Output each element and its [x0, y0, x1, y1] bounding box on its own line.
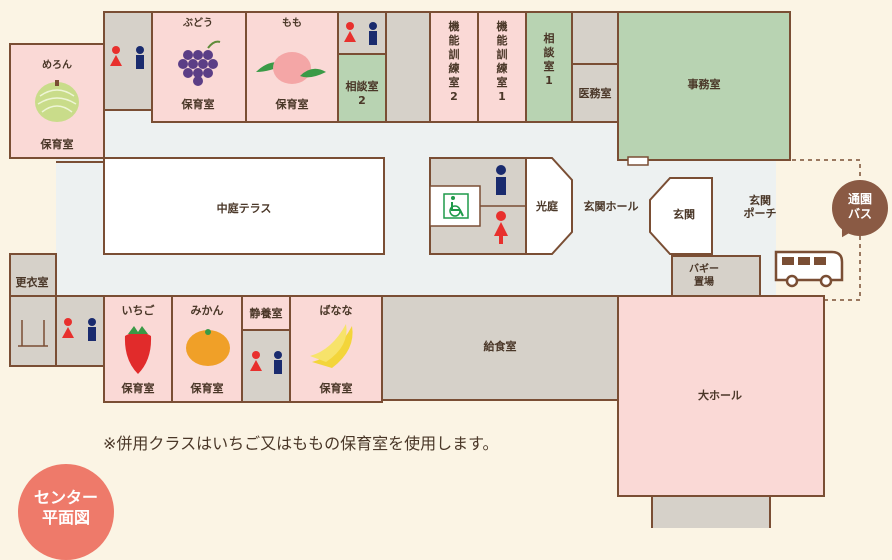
room-strawberry-fruit-label: いちご: [122, 303, 156, 317]
room-mikan-label: 保育室: [190, 381, 224, 395]
room-peach-fruit-label: もも: [282, 17, 302, 29]
svg-text:機: 機: [497, 19, 508, 33]
svg-text:相: 相: [544, 31, 555, 45]
toilet-icon: [62, 318, 96, 341]
mikan-icon: [186, 329, 230, 366]
svg-text:室: 室: [544, 59, 555, 73]
room-consult-2-number: 2: [358, 94, 366, 107]
room-mikan-fruit-label: みかん: [191, 304, 224, 317]
courtyard-terrace-label: 中庭テラス: [217, 201, 272, 215]
buggy-storage: [671, 255, 761, 297]
room-banana-fruit-label: ばなな: [320, 303, 353, 317]
svg-text:談: 談: [544, 45, 556, 59]
toilet-icon: [344, 22, 377, 45]
porch-label-1: 玄関: [749, 193, 771, 207]
svg-text:機: 機: [449, 19, 460, 33]
entrance-hall-label: 玄関ホール: [584, 199, 639, 213]
room-medical[interactable]: [571, 63, 619, 123]
storage-small: [571, 11, 619, 65]
svg-text:練: 練: [449, 61, 460, 75]
room-grape-fruit-label: ぶどう: [182, 16, 213, 29]
room-locker-label: 更衣室: [16, 275, 49, 289]
svg-text:訓: 訓: [497, 47, 508, 61]
room-big-hall-label: 大ホール: [698, 388, 742, 402]
room-melon-label: 保育室: [40, 137, 74, 151]
room-consult-2-label: 相談室: [346, 79, 379, 93]
restroom-top-left: [103, 11, 153, 111]
porch-label-2: ポーチ: [744, 206, 777, 220]
svg-text:2: 2: [450, 90, 458, 103]
room-consult-1[interactable]: [525, 11, 573, 123]
room-rest[interactable]: [241, 295, 291, 331]
room-training-1-label: 機 能 訓 練 室 1: [497, 19, 508, 103]
shuttle-bus-badge: 通園 バス: [832, 180, 888, 236]
room-grape-label: 保育室: [181, 97, 215, 111]
center-badge-line-1: センター: [33, 488, 98, 507]
toilet-icon: [110, 46, 144, 69]
banana-icon: [310, 324, 353, 368]
room-office[interactable]: [617, 11, 791, 161]
restroom-top-middle: [337, 11, 387, 55]
svg-text:1: 1: [498, 90, 506, 103]
accessible-toilet-icon: [443, 193, 469, 219]
center-floor-plan-badge: センター 平面図: [18, 464, 114, 560]
room-training-2[interactable]: [429, 11, 479, 123]
bus-badge-line-1: 通園: [847, 192, 872, 206]
room-rest-label: 静養室: [250, 306, 283, 320]
toilet-icon: [494, 165, 508, 244]
light-court-label: 光庭: [535, 199, 558, 213]
bus-icon: [774, 250, 844, 288]
entrance-label: 玄関: [673, 207, 695, 221]
toilet-icon: [250, 351, 282, 374]
restroom-bottom-left: [55, 295, 105, 367]
shared-class-note: ※併用クラスはいちご又はももの保育室を使用します。: [103, 434, 499, 453]
room-banana-label: 保育室: [319, 381, 353, 395]
room-office-label: 事務室: [688, 77, 721, 91]
melon-icon: [35, 80, 79, 122]
storage-top: [385, 11, 431, 123]
courtyard-terrace[interactable]: [103, 157, 385, 255]
entrance[interactable]: [649, 177, 713, 255]
room-strawberry-label: 保育室: [121, 381, 155, 395]
grape-icon: [178, 40, 221, 86]
peach-icon: [256, 52, 326, 84]
strawberry-icon: [124, 326, 152, 374]
room-consult-1-label: 相 談 室 1: [544, 31, 556, 87]
floor-plan: めろん 保育室 ぶどう 保育室 もも 保育室 いちご 保育室 みかん 保育室 ば…: [9, 11, 861, 528]
center-badge-line-2: 平面図: [41, 508, 90, 527]
light-court[interactable]: [525, 157, 573, 255]
room-kitchen-label: 給食室: [484, 339, 517, 353]
room-medical-label: 医務室: [579, 86, 612, 100]
svg-text:能: 能: [449, 33, 460, 47]
buggy-storage-label-1: バギー: [689, 262, 719, 275]
svg-text:訓: 訓: [449, 47, 460, 61]
svg-text:能: 能: [497, 33, 508, 47]
svg-text:練: 練: [497, 61, 508, 75]
svg-text:室: 室: [497, 75, 508, 89]
room-big-hall[interactable]: [617, 295, 825, 497]
room-peach-label: 保育室: [275, 97, 309, 111]
restroom-bottom-middle: [241, 329, 291, 403]
room-training-1[interactable]: [477, 11, 527, 123]
room-consult-2[interactable]: [337, 53, 387, 123]
bus-badge-line-2: バス: [847, 207, 872, 221]
room-training-2-label: 機 能 訓 練 室 2: [449, 19, 460, 103]
room-melon-fruit-label: めろん: [42, 59, 72, 71]
buggy-storage-label-2: 置場: [694, 275, 714, 288]
svg-text:室: 室: [449, 75, 460, 89]
svg-text:1: 1: [545, 74, 553, 87]
